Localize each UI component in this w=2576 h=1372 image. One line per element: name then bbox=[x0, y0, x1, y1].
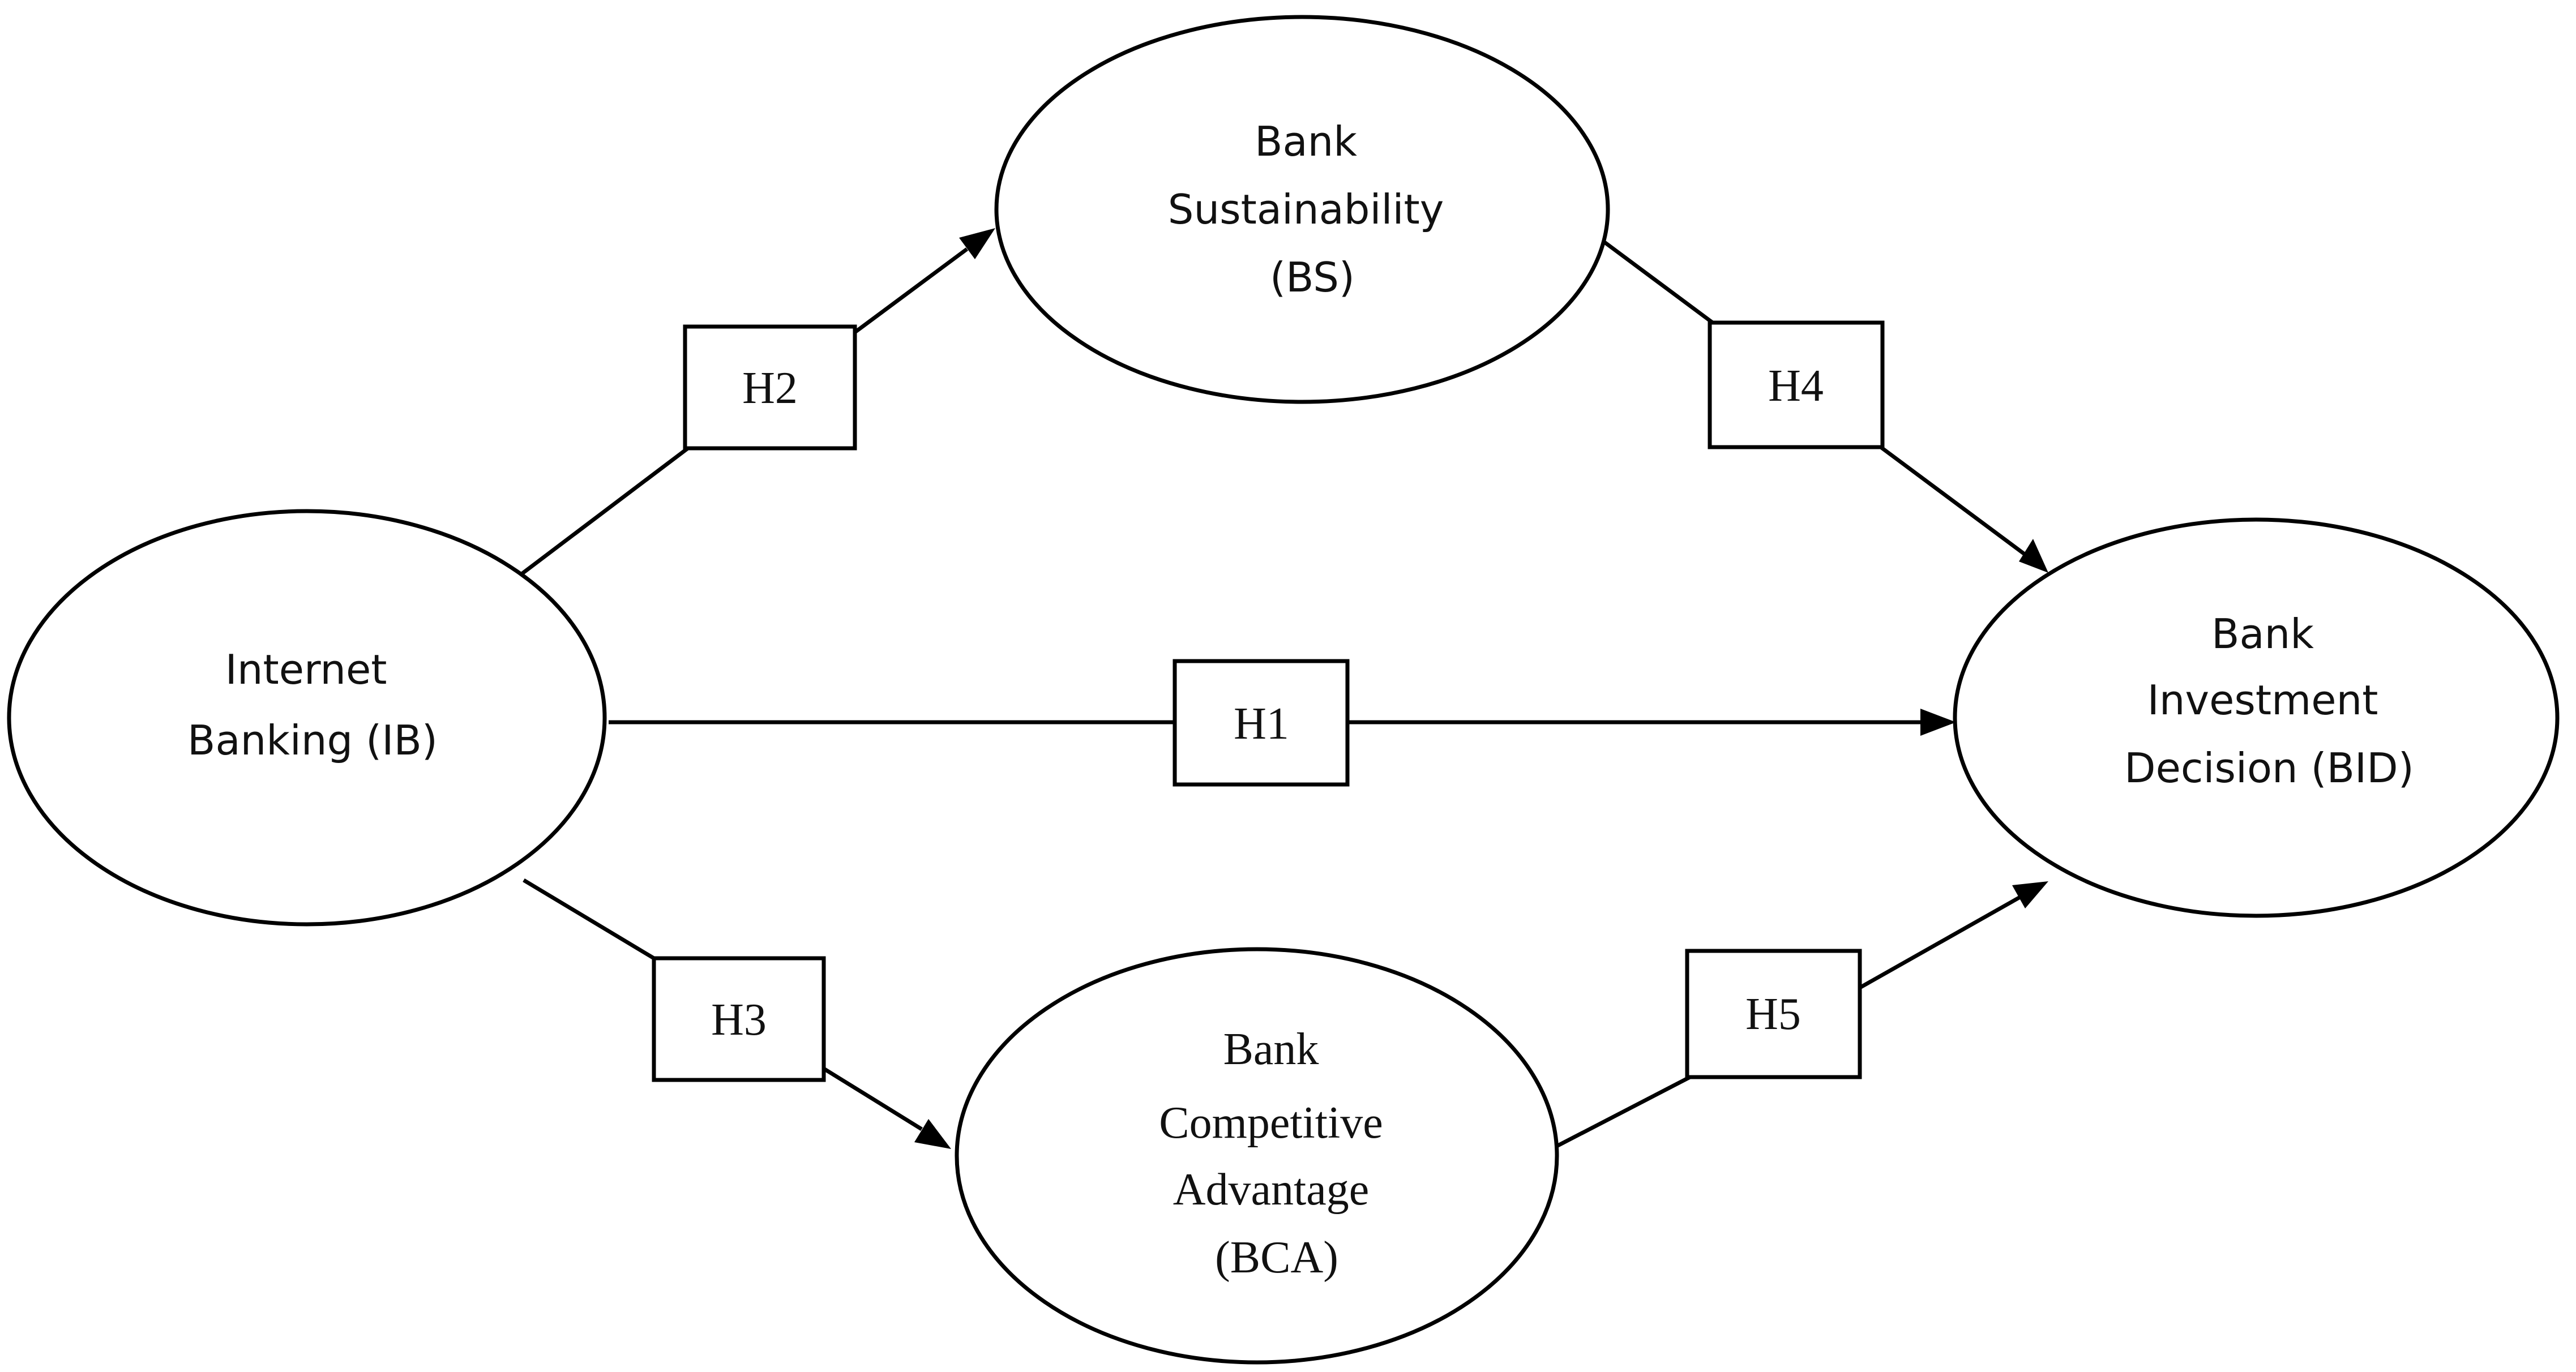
node-internet-banking: Internet Banking (IB) bbox=[7, 509, 607, 927]
node-bank-sustainability-shape bbox=[994, 15, 1610, 404]
hypothesis-label-h4: H4 bbox=[1768, 361, 1824, 411]
hypothesis-label-h3: H3 bbox=[711, 995, 767, 1045]
hypothesis-box-h1: H1 bbox=[1173, 659, 1350, 787]
node-bank-sustainability: Bank Sustainability (BS) bbox=[994, 15, 1610, 404]
hypothesis-label-h2: H2 bbox=[742, 363, 798, 413]
node-bank-sustainability-label: Bank Sustainability (BS) bbox=[1168, 118, 1457, 301]
edge-h2 bbox=[519, 228, 995, 576]
edge-h3 bbox=[523, 878, 951, 1149]
node-bank-competitive-advantage-label: Bank Competitive Advantage (BCA) bbox=[1159, 1024, 1394, 1283]
node-internet-banking-shape bbox=[7, 509, 607, 927]
edge-h5 bbox=[1550, 881, 2048, 1151]
node-bank-investment-decision-label: Bank Investment Decision (BID) bbox=[2124, 610, 2414, 792]
node-bank-investment-decision-shape bbox=[1953, 517, 2560, 918]
hypothesis-label-h5: H5 bbox=[1745, 989, 1801, 1039]
node-internet-banking-label: Internet Banking (IB) bbox=[187, 646, 438, 764]
edge-h4 bbox=[1589, 230, 2048, 573]
node-bank-competitive-advantage-shape bbox=[955, 947, 1559, 1365]
hypothesis-box-h4: H4 bbox=[1708, 320, 1885, 449]
hypothesis-label-h1: H1 bbox=[1234, 699, 1289, 749]
hypothesis-box-h2: H2 bbox=[683, 324, 857, 451]
hypothesis-box-h5: H5 bbox=[1685, 949, 1862, 1079]
hypothesis-box-h3: H3 bbox=[652, 956, 826, 1082]
node-bank-investment-decision: Bank Investment Decision (BID) bbox=[1953, 517, 2560, 918]
edge-h1 bbox=[609, 709, 1956, 736]
node-bank-competitive-advantage: Bank Competitive Advantage (BCA) bbox=[955, 947, 1559, 1365]
